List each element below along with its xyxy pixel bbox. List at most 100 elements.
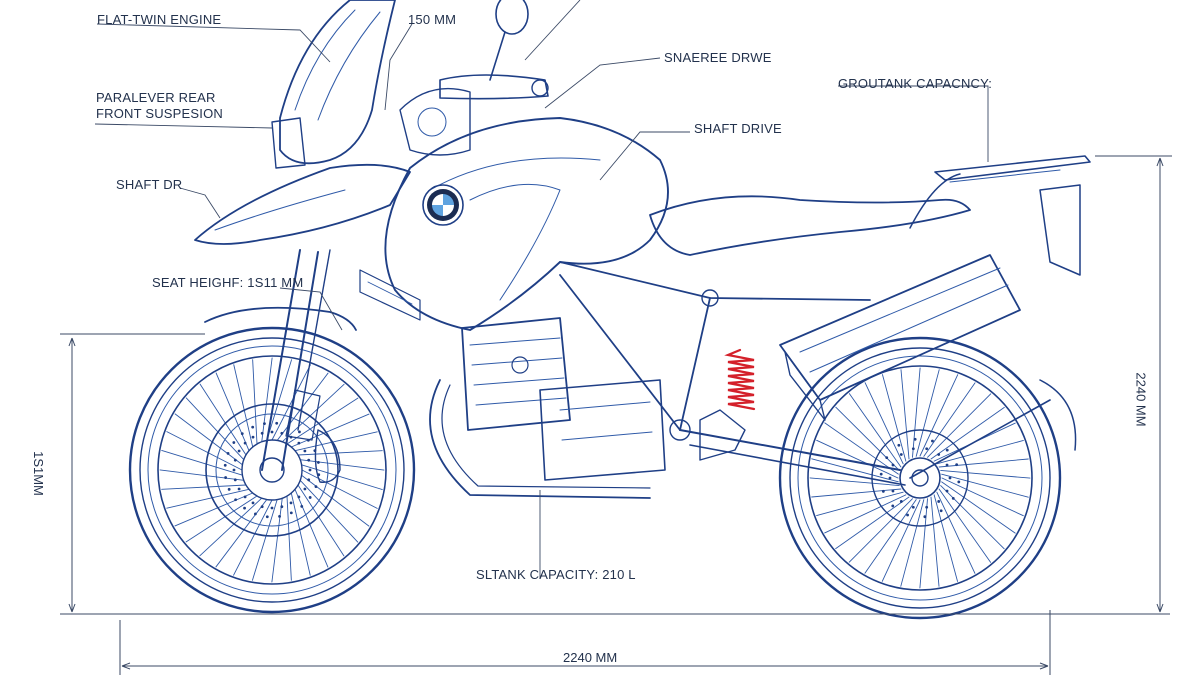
- spoke: [864, 499, 917, 574]
- spoke: [271, 364, 311, 441]
- spoke: [941, 473, 1029, 498]
- spoke: [923, 382, 976, 457]
- spoke: [933, 494, 958, 582]
- front-wheel: [128, 326, 416, 614]
- spoke: [930, 496, 940, 587]
- disc-hole: [307, 478, 311, 482]
- disc-hole: [913, 437, 917, 441]
- label-snaree-drwe: SNAEREE DRWE: [664, 50, 772, 65]
- disc-hole: [232, 468, 236, 472]
- disc-hole: [308, 468, 312, 472]
- disc-hole: [289, 501, 293, 505]
- disc-hole: [237, 449, 241, 453]
- spoke: [882, 374, 907, 462]
- spoke: [936, 491, 976, 574]
- spoke: [824, 422, 899, 475]
- spoke: [811, 488, 902, 498]
- spoke: [912, 367, 921, 458]
- frame: [559, 261, 1077, 486]
- disc-hole: [951, 496, 955, 500]
- disc-hole: [289, 511, 293, 515]
- disc-hole: [280, 431, 284, 435]
- spoke: [835, 406, 900, 471]
- disc-hole: [925, 505, 929, 509]
- spoke: [301, 474, 370, 527]
- disc-hole: [925, 447, 929, 451]
- spoke: [185, 495, 258, 543]
- disc-hole: [251, 425, 255, 429]
- label-flat-twin-engine: FLAT-TWIN ENGINE: [97, 12, 222, 27]
- disc-hole: [888, 476, 892, 480]
- disc-hole: [227, 487, 231, 491]
- spoke: [938, 458, 1029, 468]
- disc-hole: [226, 451, 230, 455]
- disc-hole: [314, 485, 318, 489]
- spoke: [941, 481, 1016, 534]
- spoke: [930, 406, 1005, 460]
- spoke: [251, 499, 278, 581]
- disc-hole: [316, 461, 320, 464]
- footpeg: [699, 409, 746, 461]
- disc-hole: [270, 430, 274, 434]
- spoke: [881, 499, 921, 582]
- label-sltank-capacity: SLTANK CAPACITY: 210 L: [476, 567, 636, 582]
- spoke: [297, 484, 345, 557]
- label-front-suspension: FRONT SUSPESION: [96, 106, 224, 121]
- label-shaft-drive: SHAFT DRIVE: [694, 121, 782, 136]
- leader-lines: [94, 0, 989, 578]
- disc-hole: [297, 495, 301, 499]
- disc-hole: [899, 500, 903, 503]
- disc-hole: [265, 515, 269, 519]
- spoke: [919, 498, 928, 589]
- spoke: [299, 479, 359, 543]
- disc-hole: [923, 515, 927, 519]
- spoke: [290, 492, 311, 576]
- disc-hole: [937, 453, 941, 456]
- spoke: [166, 488, 250, 509]
- disc-hole: [955, 463, 959, 467]
- spoke: [233, 364, 254, 448]
- disc-hole: [957, 480, 961, 484]
- disc-hole: [303, 449, 307, 453]
- disc-hole: [939, 509, 943, 513]
- flat-twin-engine: [429, 317, 666, 499]
- pannier-case: [779, 254, 1021, 421]
- disc-hole: [240, 432, 244, 436]
- disc-hole: [223, 463, 227, 467]
- disc-hole: [879, 472, 883, 476]
- disc-hole: [237, 487, 241, 491]
- rear-shock-spring: [724, 348, 756, 411]
- spoke: [824, 494, 907, 534]
- spoke: [900, 369, 910, 460]
- disc-hole: [233, 458, 237, 462]
- spoke: [271, 497, 283, 583]
- disc-hole: [885, 456, 889, 460]
- spoke: [940, 485, 1005, 550]
- spoke: [286, 495, 292, 581]
- rear-wheel: [778, 336, 1062, 620]
- spoke: [900, 499, 925, 587]
- spoke: [290, 413, 370, 448]
- spoke: [161, 449, 243, 476]
- disc-hole: [931, 439, 934, 443]
- front-fork: [261, 249, 331, 471]
- spoke: [919, 374, 959, 457]
- disc-hole: [899, 453, 903, 456]
- disc-hole: [232, 441, 236, 444]
- spoke: [941, 477, 1024, 517]
- spoke: [811, 458, 899, 483]
- spoke: [301, 469, 378, 509]
- disc-hole: [308, 496, 312, 499]
- spoke: [835, 496, 910, 550]
- disc-hole: [224, 476, 228, 479]
- label-shaft-dr: SHAFT DR: [116, 177, 183, 192]
- spoke: [848, 498, 913, 563]
- spoke: [294, 488, 329, 568]
- disc-hole: [278, 514, 281, 518]
- spoke: [174, 492, 254, 527]
- spoke: [816, 491, 904, 516]
- spoke: [848, 393, 902, 468]
- disc-hole: [275, 421, 279, 425]
